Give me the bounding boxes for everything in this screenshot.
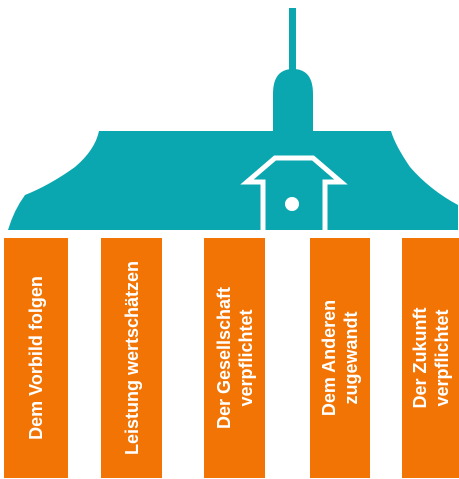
pillar-3: Der Gesellschaft verpflichtet (204, 238, 265, 478)
pillar-5-label: Der Zukunft verpflichtet (409, 307, 452, 409)
main-roof (8, 131, 458, 230)
tower-lantern-outline (240, 155, 348, 238)
pillar-4-label: Dem Anderen zugewandt (319, 299, 361, 417)
roof-with-tower (8, 8, 458, 238)
pillar-5: Der Zukunft verpflichtet (402, 238, 459, 478)
pillar-3-label: Der Gesellschaft verpflichtet (213, 286, 256, 430)
pillar-4: Dem Anderen zugewandt (310, 238, 370, 478)
pillar-1: Dem Vorbild folgen (4, 238, 68, 478)
pillar-2-label: Leistung wertschätzen (121, 260, 142, 456)
tower-window-icon (285, 197, 299, 211)
tower-spire (289, 8, 296, 80)
pillar-2: Leistung wertschätzen (101, 238, 162, 478)
pillar-1-label: Dem Vorbild folgen (26, 276, 46, 440)
